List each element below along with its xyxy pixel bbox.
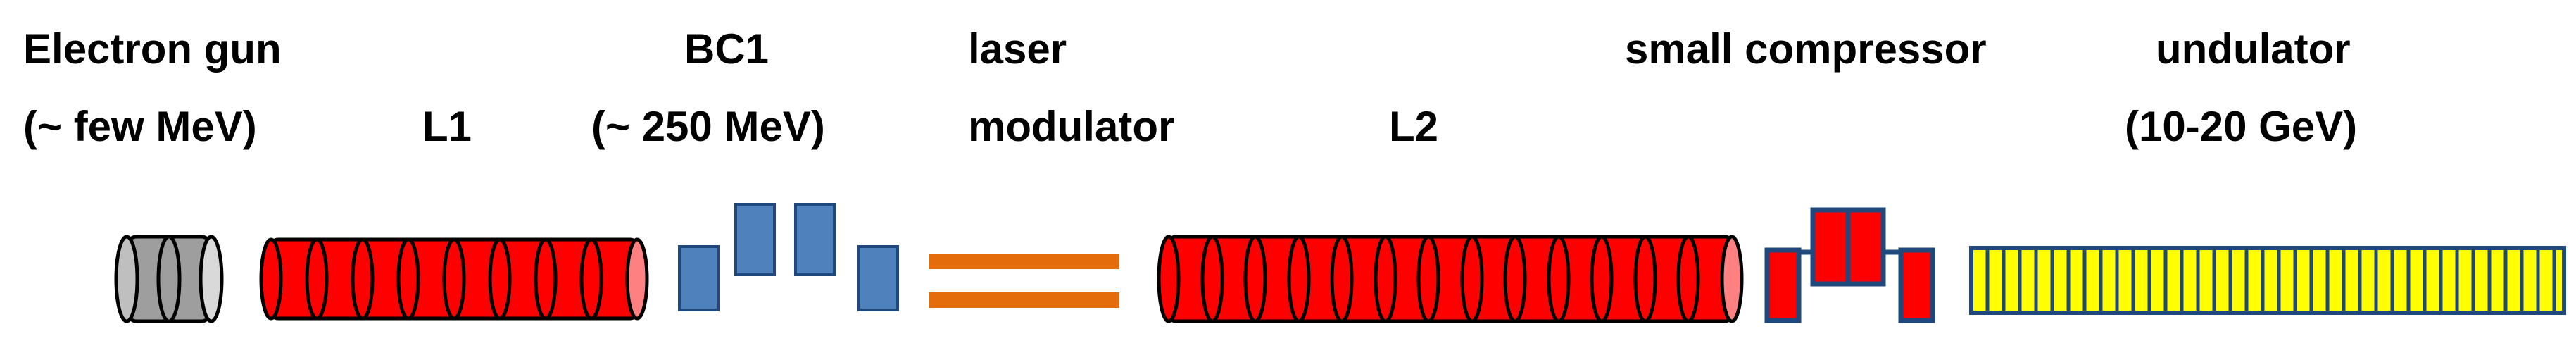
l1-cell xyxy=(579,237,603,321)
l2-cell xyxy=(1287,235,1311,323)
l2-cell xyxy=(1460,235,1484,323)
undulator-label: undulator xyxy=(2156,25,2351,73)
l1-cell xyxy=(442,237,466,321)
l2-cell xyxy=(1416,235,1440,323)
electron-gun-label: Electron gun xyxy=(23,25,282,73)
electron-gun-segment xyxy=(156,235,182,323)
l1-cell xyxy=(396,237,420,321)
l2-label: L2 xyxy=(1389,103,1439,150)
bc1-magnet xyxy=(678,245,720,311)
laser-modulator-bar xyxy=(929,292,1119,308)
l2-cell xyxy=(1633,235,1657,323)
small-compressor-magnet xyxy=(1898,247,1935,323)
l1-label: L1 xyxy=(422,103,472,150)
l2-cell xyxy=(1676,235,1700,323)
undulator-periods xyxy=(1985,248,2556,313)
electron-gun xyxy=(114,235,224,323)
l2-cell xyxy=(1547,235,1571,323)
laser-modulator-label-line2: modulator xyxy=(968,103,1175,150)
laser-modulator xyxy=(929,254,1119,308)
electron-gun-segment xyxy=(114,235,139,323)
electron-gun-energy-label: (~ few MeV) xyxy=(23,103,257,150)
l2-cell xyxy=(1330,235,1354,323)
undulator-body xyxy=(1969,246,2566,315)
l1-cell xyxy=(305,237,329,321)
l2-accelerator xyxy=(1157,235,1744,323)
l2-cell xyxy=(1503,235,1527,323)
laser-modulator-bar xyxy=(929,254,1119,269)
l1-cell xyxy=(259,237,283,321)
small-compressor-magnet xyxy=(1810,207,1851,287)
small-compressor xyxy=(1764,207,1935,323)
small-compressor-magnet xyxy=(1764,247,1802,323)
l2-end xyxy=(1720,235,1744,323)
bc1-magnet xyxy=(794,203,836,276)
l2-cell xyxy=(1157,235,1181,323)
bc1-energy-label: (~ 250 MeV) xyxy=(591,103,825,150)
small-compressor-magnet xyxy=(1845,207,1886,287)
bc1-magnet xyxy=(734,203,776,276)
electron-gun-end xyxy=(199,235,224,323)
bc1-magnet xyxy=(857,245,899,311)
l2-body xyxy=(1167,235,1734,323)
undulator-energy-label: (10-20 GeV) xyxy=(2125,103,2358,150)
l1-accelerator xyxy=(259,237,649,321)
l2-cell xyxy=(1590,235,1614,323)
bc1-label: BC1 xyxy=(684,25,769,73)
l1-cell xyxy=(351,237,375,321)
undulator xyxy=(1969,246,2566,315)
laser-modulator-label-line1: laser xyxy=(968,25,1067,73)
l1-cell xyxy=(534,237,558,321)
l2-cell xyxy=(1374,235,1397,323)
l1-end xyxy=(625,237,649,321)
l2-cell xyxy=(1200,235,1224,323)
l2-cell xyxy=(1243,235,1267,323)
l1-cell xyxy=(488,237,512,321)
bc1-chicane xyxy=(678,203,899,311)
small-compressor-label: small compressor xyxy=(1625,25,1987,73)
electron-gun-body xyxy=(125,235,213,323)
